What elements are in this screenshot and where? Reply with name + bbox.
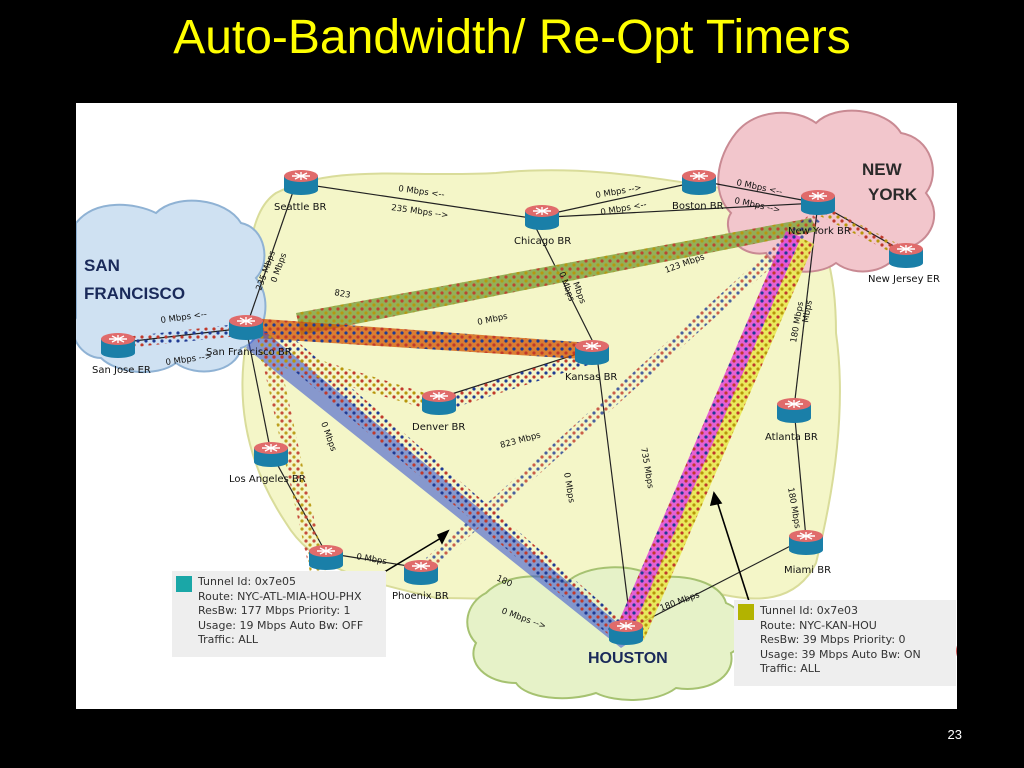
link-label: Mbps	[801, 299, 815, 324]
router-label-denver: Denver BR	[412, 422, 465, 433]
tunnel-info-right: Tunnel Id: 0x7e03 Route: NYC-KAN-HOU Res…	[734, 600, 956, 686]
tunnel-id: Tunnel Id: 0x7e05	[198, 575, 296, 588]
router-label-sanjose: San Jose ER	[92, 365, 151, 376]
region-label-new-york-2: YORK	[868, 185, 918, 204]
tunnel-usage: Usage: 19 Mbps Auto Bw: OFF	[198, 618, 364, 632]
region-label-san-francisco-2: FRANCISCO	[84, 284, 185, 303]
router-label-chicago: Chicago BR	[514, 236, 571, 247]
router-label-miami: Miami BR	[784, 565, 831, 576]
router-label-seattle: Seattle BR	[274, 202, 326, 213]
router-label-sanfran: San Francisco BR	[206, 347, 292, 358]
tunnel-info-left: Tunnel Id: 0x7e05 Route: NYC-ATL-MIA-HOU…	[172, 571, 386, 657]
link-label: 823	[333, 288, 351, 301]
tunnel-route: Route: NYC-ATL-MIA-HOU-PHX	[198, 589, 362, 603]
slide-page-number: 23	[947, 727, 962, 742]
tunnel-bands	[116, 203, 906, 648]
router-label-newyork: New York BR	[788, 226, 851, 237]
router-label-atlanta: Atlanta BR	[765, 432, 818, 443]
router-labels: Seattle BR Chicago BR Boston BR New York…	[92, 201, 940, 602]
router-label-phoenix: Phoenix BR	[392, 591, 449, 602]
tunnel-id: Tunnel Id: 0x7e03	[760, 604, 858, 617]
tunnel-resbw: ResBw: 39 Mbps Priority: 0	[760, 633, 906, 646]
router-label-boston: Boston BR	[672, 201, 724, 212]
tunnel-traffic: Traffic: ALL	[760, 662, 821, 675]
tunnel-route: Route: NYC-KAN-HOU	[760, 618, 877, 632]
slide-title: Auto-Bandwidth/ Re-Opt Timers	[173, 11, 851, 64]
tunnel-usage: Usage: 39 Mbps Auto Bw: ON	[760, 647, 921, 661]
region-label-san-francisco: SAN	[84, 256, 120, 275]
router-label-losangeles: Los Angeles BR	[229, 474, 306, 485]
region-label-new-york: NEW	[862, 160, 903, 179]
tunnel-color-swatch	[738, 604, 754, 620]
tunnel-color-swatch	[176, 576, 192, 592]
tunnel-traffic: Traffic: ALL	[198, 633, 259, 646]
router-label-newjersey: New Jersey ER	[868, 274, 940, 285]
region-label-houston: HOUSTON	[588, 650, 668, 667]
router-label-kansas: Kansas BR	[565, 372, 617, 383]
network-diagram: SAN FRANCISCO NEW YORK HOUSTON Seattle B…	[76, 103, 957, 709]
tunnel-resbw: ResBw: 177 Mbps Priority: 1	[198, 604, 351, 617]
